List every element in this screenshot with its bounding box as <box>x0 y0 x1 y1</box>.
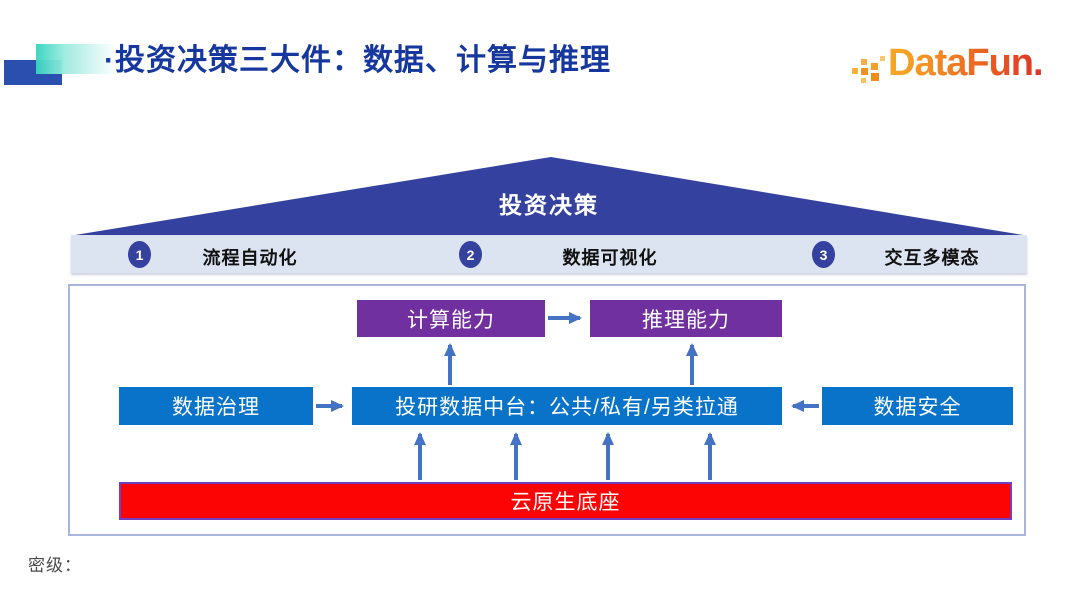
title-decoration-teal-square <box>36 44 66 74</box>
data-governance-box: 数据治理 <box>119 387 313 425</box>
logo-pixel-mosaic-icon <box>852 54 886 88</box>
logo-wordmark: DataFun. <box>888 42 1044 84</box>
compute-capability-box: 计算能力 <box>357 300 545 337</box>
capability-label-process-automation: 流程自动化 <box>202 248 298 268</box>
architecture-panel: 计算能力 推理能力 数据治理 投研数据中台：公共/私有/另类拉通 数据安全 云原… <box>68 284 1026 536</box>
title-decoration-gradient-tail <box>66 44 116 74</box>
reasoning-capability-box: 推理能力 <box>590 300 782 337</box>
step-badge-3: 3 <box>812 241 835 268</box>
cloud-native-foundation-box: 云原生底座 <box>119 482 1012 520</box>
datafun-logo: DataFun. <box>852 42 1052 98</box>
connector-arrows <box>316 312 819 480</box>
capability-label-multimodal-interaction: 交互多模态 <box>884 248 980 268</box>
capability-label-data-visualization: 数据可视化 <box>562 248 658 268</box>
title-bullet: · <box>104 44 115 77</box>
capabilities-bar: 1 流程自动化 2 数据可视化 3 交互多模态 <box>71 235 1027 273</box>
pyramid-roof-label: 投资决策 <box>499 192 599 218</box>
step-badge-2: 2 <box>459 241 482 268</box>
data-security-box: 数据安全 <box>822 387 1013 425</box>
step-badge-1: 1 <box>128 241 151 268</box>
title-text: 投资决策三大件：数据、计算与推理 <box>115 44 611 77</box>
classification-label: 密级： <box>28 556 82 575</box>
research-data-platform-box: 投研数据中台：公共/私有/另类拉通 <box>352 387 782 425</box>
page-title: ·投资决策三大件：数据、计算与推理 <box>104 42 611 80</box>
